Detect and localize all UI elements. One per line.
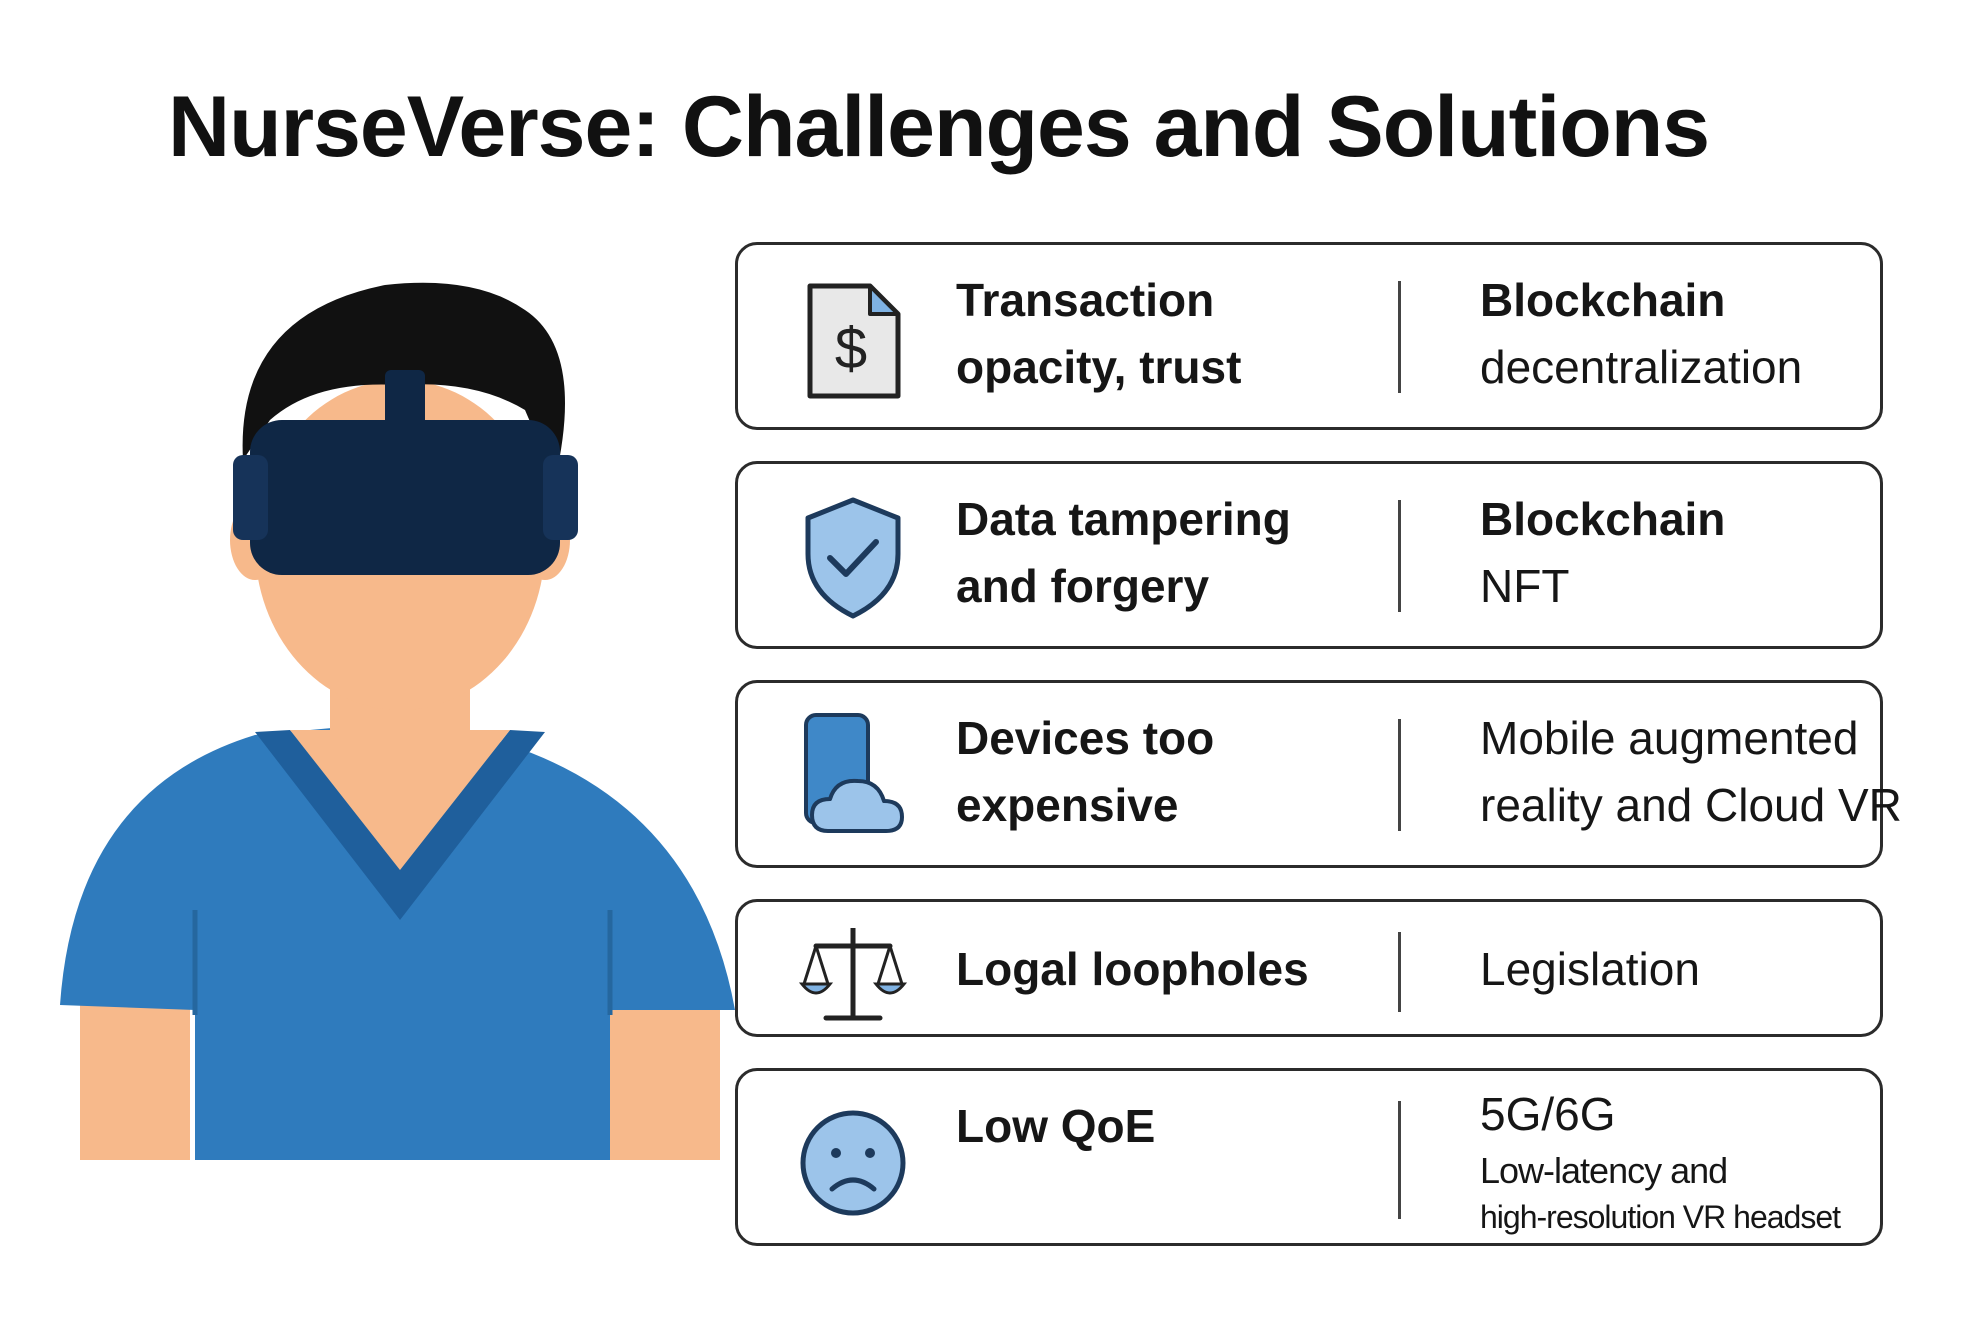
scrubs-top <box>60 725 735 1160</box>
challenge-line: opacity, trust <box>956 341 1242 393</box>
solution-detail: NFT <box>1480 560 1570 612</box>
card-divider <box>1398 1101 1401 1219</box>
sad-face-icon <box>800 1110 906 1216</box>
card-divider <box>1398 932 1401 1012</box>
challenge-text: Logal loopholes <box>956 936 1376 1003</box>
solution-detail: Low-latency and <box>1480 1150 1728 1191</box>
challenge-card-devices: Devices too expensive Mobile augmented r… <box>735 680 1902 868</box>
challenge-text: Transaction opacity, trust <box>956 267 1376 401</box>
solution-detail: 5G/6G <box>1480 1088 1616 1140</box>
scrubs-collar <box>255 730 545 920</box>
solution-title: Blockchain <box>1480 493 1726 545</box>
dollar-document-icon: $ <box>807 283 901 399</box>
card-divider <box>1398 281 1401 393</box>
solution-text: Legislation <box>1480 936 1880 1003</box>
challenge-text: Devices too expensive <box>956 705 1376 839</box>
solution-text: Blockchain decentralization <box>1480 267 1880 401</box>
solution-detail: high-resolution VR headset <box>1480 1199 1841 1235</box>
solution-title: Blockchain <box>1480 274 1726 326</box>
solution-text: Mobile augmented reality and Cloud VR <box>1480 705 1902 839</box>
solution-text: 5G/6G Low-latency and high-resolution VR… <box>1480 1081 1880 1240</box>
challenge-line: expensive <box>956 779 1179 831</box>
neck-v <box>290 730 510 870</box>
challenge-text: Data tampering and forgery <box>956 486 1376 620</box>
challenge-card-legal: Logal loopholes Legislation <box>735 899 1883 1037</box>
solution-detail: Legislation <box>1480 943 1700 995</box>
headset-side-right <box>543 455 578 540</box>
challenge-line: and forgery <box>956 560 1210 612</box>
nurse-vr-illustration <box>60 282 735 1160</box>
solution-detail: decentralization <box>1480 341 1803 393</box>
challenge-line: Devices too <box>956 712 1215 764</box>
card-divider <box>1398 500 1401 612</box>
shield-check-icon <box>805 497 901 619</box>
svg-text:$: $ <box>835 316 867 381</box>
headset-side-left <box>233 455 268 540</box>
card-divider <box>1398 719 1401 831</box>
vr-headset <box>250 420 560 575</box>
solution-text: Blockchain NFT <box>1480 486 1880 620</box>
phone-cloud-icon <box>804 713 904 833</box>
challenge-line: Low QoE <box>956 1100 1156 1152</box>
challenge-line: Transaction <box>956 274 1215 326</box>
page-title: NurseVerse: Challenges and Solutions <box>168 79 1710 175</box>
challenge-line: Data tampering <box>956 493 1291 545</box>
challenge-text: Low QoE <box>956 1093 1376 1160</box>
challenge-line: Logal loopholes <box>956 943 1309 995</box>
challenge-card-transaction: $ Transaction opacity, trust Blockchain … <box>735 242 1883 430</box>
scales-icon <box>798 928 908 1021</box>
challenge-card-data-tampering: Data tampering and forgery Blockchain NF… <box>735 461 1883 649</box>
solution-detail: reality and Cloud VR <box>1480 779 1902 831</box>
solution-detail: Mobile augmented <box>1480 712 1859 764</box>
challenge-card-qoe: Low QoE 5G/6G Low-latency and high-resol… <box>735 1068 1883 1246</box>
